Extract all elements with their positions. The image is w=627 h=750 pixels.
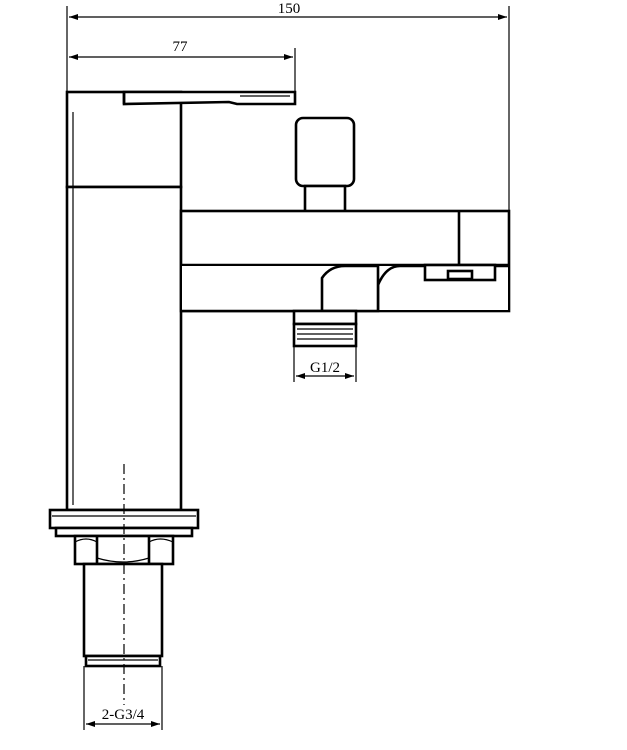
dimension-label-handle-width: 77	[173, 39, 189, 55]
faucet-body	[65, 112, 183, 512]
spout-aerator	[423, 263, 497, 282]
dimension-handle-width: 77	[69, 39, 296, 95]
faucet-handle	[65, 90, 297, 189]
dimension-overall-width: 150	[66, 1, 510, 210]
dimension-label-overall-width: 150	[278, 1, 301, 17]
dimension-label-inlet-thread: 2-G3/4	[102, 707, 145, 723]
dimension-inlet-thread: 2-G3/4	[83, 666, 163, 730]
dimension-outlet-thread: G1/2	[293, 346, 357, 382]
inlet-pipe	[82, 464, 164, 705]
diverter-knob	[294, 116, 356, 214]
shower-outlet	[292, 264, 380, 348]
dimension-label-outlet-thread: G1/2	[310, 360, 340, 376]
